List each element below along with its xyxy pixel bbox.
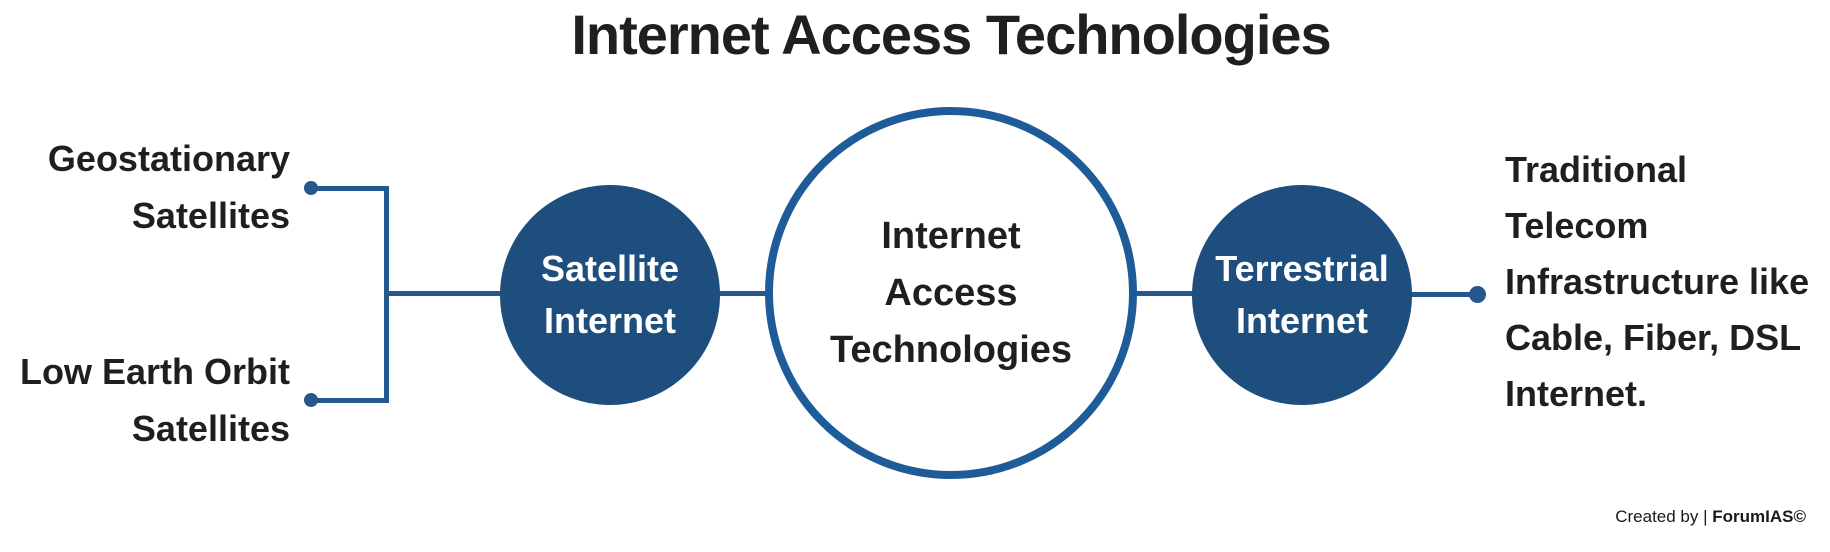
- diagram-title: Internet Access Technologies: [571, 3, 1331, 66]
- node-satellite-internet-label: Satellite Internet: [540, 248, 680, 341]
- footer-credit-prefix: Created by |: [1615, 507, 1708, 526]
- footer-credit: Created by | ForumIAS©: [1615, 506, 1806, 528]
- connector-center-to-terrestrial-node: [1134, 291, 1198, 296]
- connector-terrestrial-to-description: [1408, 292, 1474, 297]
- label-terrestrial-description: Traditional Telecom Infrastructure like …: [1505, 149, 1810, 414]
- label-low-earth-orbit-satellites: Low Earth Orbit Satellites: [20, 351, 290, 449]
- connector-low-earth-orbit-horizontal: [310, 398, 386, 403]
- connector-bracket-to-satellite-node: [386, 291, 506, 296]
- connector-geostationary-horizontal: [310, 186, 386, 191]
- node-internet-access-technologies: Internet Access Technologies: [765, 107, 1137, 479]
- node-terrestrial-internet-label: Terrestrial Internet: [1215, 248, 1389, 341]
- node-terrestrial-internet: Terrestrial Internet: [1192, 185, 1412, 405]
- connector-satellite-to-center-node: [714, 291, 770, 296]
- node-internet-access-technologies-label: Internet Access Technologies: [829, 214, 1073, 371]
- footer-credit-brand: ForumIAS©: [1712, 507, 1806, 526]
- label-geostationary-satellites: Geostationary Satellites: [47, 138, 290, 236]
- endpoint-dot-geostationary: [304, 181, 318, 195]
- endpoint-dot-low-earth-orbit: [304, 393, 318, 407]
- endpoint-dot-description: [1469, 286, 1486, 303]
- node-satellite-internet: Satellite Internet: [500, 185, 720, 405]
